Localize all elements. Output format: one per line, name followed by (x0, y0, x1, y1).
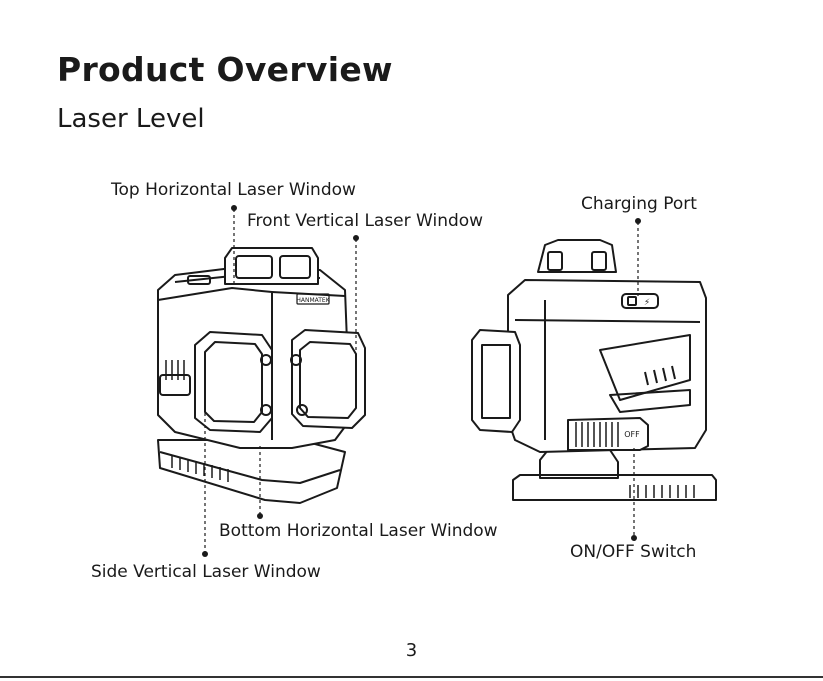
charge-icon: ⚡ (644, 298, 650, 308)
callout-bottom-horizontal-laser-window: Bottom Horizontal Laser Window (219, 521, 498, 541)
brand-label: HANMATEK (296, 297, 330, 304)
bottom-rule (0, 676, 823, 678)
page-number: 3 (0, 640, 823, 661)
callout-side-vertical-laser-window: Side Vertical Laser Window (91, 562, 321, 582)
laser-level-front-view: HANMATEK (158, 248, 365, 503)
switch-label: OFF (624, 430, 640, 439)
callout-charging-port: Charging Port (581, 194, 697, 214)
callout-top-horizontal-laser-window: Top Horizontal Laser Window (111, 180, 356, 200)
laser-level-side-view: ⚡ OFF (472, 240, 716, 500)
callout-on-off-switch: ON/OFF Switch (570, 542, 696, 562)
callout-front-vertical-laser-window: Front Vertical Laser Window (247, 211, 483, 231)
